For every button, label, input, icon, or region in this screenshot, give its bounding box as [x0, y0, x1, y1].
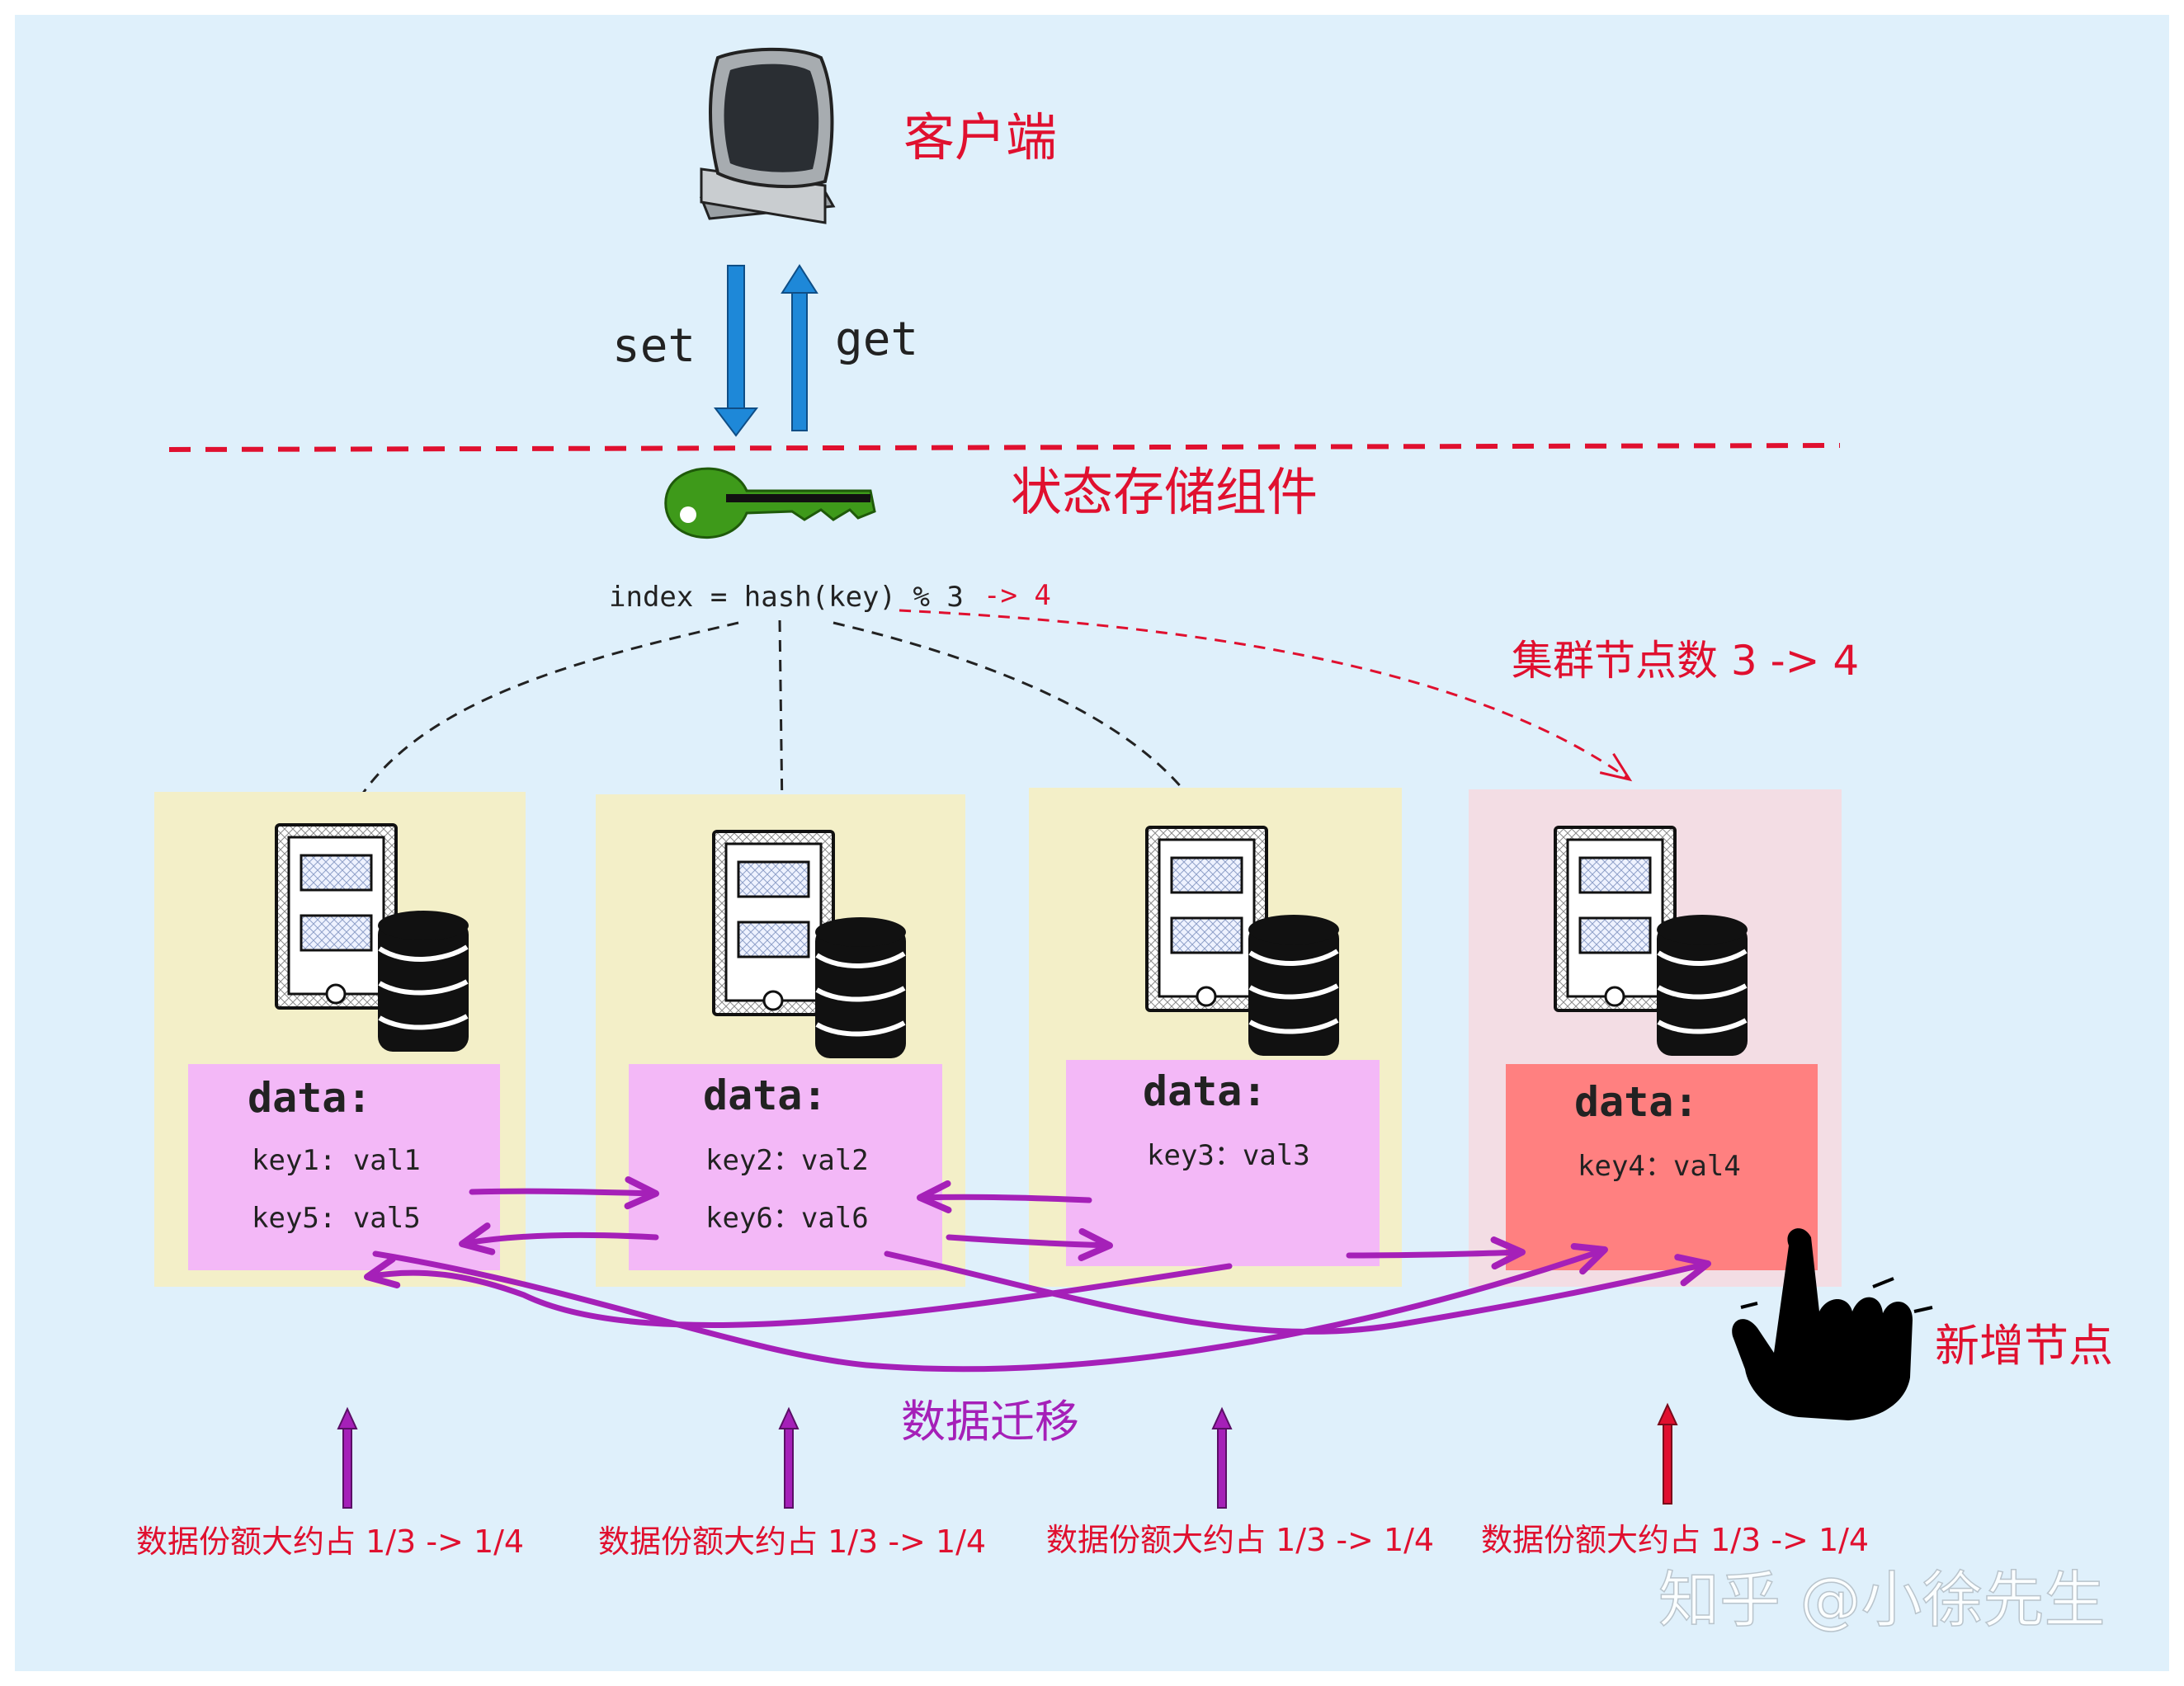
route-arrow-new-node: [899, 609, 1633, 782]
get-label: get: [835, 313, 918, 366]
new-node-label: 新增节点: [1935, 1320, 2113, 1372]
node-3-data-box: [1066, 1060, 1380, 1266]
get-arrow: [781, 264, 818, 431]
share-arrow-icon: [778, 1406, 800, 1509]
share-arrow-icon: [337, 1406, 358, 1509]
node-2-share-label: 数据份额大约占 1/3 -> 1/4: [598, 1524, 986, 1560]
node-1-entry-1: key1: val1: [252, 1144, 421, 1177]
server-icon: [712, 830, 835, 1016]
node-4-entry-1: key4：val4: [1578, 1150, 1741, 1183]
migrate-arrow-2-to-4: [884, 1250, 1711, 1335]
node-4-new: data: key4：val4: [1469, 789, 1842, 1287]
node-1-data-box: [188, 1064, 500, 1270]
migrate-arrow-1-to-4: [372, 1243, 1608, 1373]
node-2: data: key2：val2 key6：val6: [596, 794, 965, 1287]
node-4-data-label: data:: [1574, 1078, 1699, 1126]
pointing-hand-icon: [1732, 1228, 1933, 1420]
route-arrow-node-3: [833, 621, 1200, 812]
cluster-label: 集群节点数 3 -> 4: [1512, 637, 1859, 685]
route-arrow-node-2: [780, 619, 782, 812]
migration-arrows: [364, 1176, 1711, 1373]
server-icon: [275, 823, 398, 1010]
database-icon: [1657, 915, 1748, 1056]
hash-change: -> 4: [984, 579, 1051, 612]
node-2-data-box: [629, 1064, 942, 1270]
migrate-arrow-2-to-3: [946, 1227, 1113, 1261]
boundary-dashed-line: [168, 443, 1841, 452]
database-icon: [378, 911, 469, 1052]
node-3-entry-1: key3：val3: [1147, 1139, 1310, 1172]
node-2-entry-2: key6：val6: [705, 1202, 869, 1235]
migration-label: 数据迁移: [901, 1396, 1079, 1448]
route-arrow-node-1: [351, 621, 739, 812]
share-arrow-icon: [1657, 1402, 1678, 1505]
migrate-arrow-2-to-1: [459, 1222, 659, 1255]
hash-formula: index = hash(key) % 3: [609, 581, 964, 614]
database-icon: [815, 917, 906, 1058]
migrate-arrow-3-to-4: [1346, 1236, 1526, 1270]
node-3: data: key3：val3: [1029, 788, 1402, 1287]
database-icon: [1248, 915, 1339, 1056]
node-4-share-label: 数据份额大约占 1/3 -> 1/4: [1481, 1522, 1869, 1558]
node-1-entry-2: key5: val5: [252, 1202, 421, 1235]
set-arrow: [713, 265, 759, 437]
migrate-arrow-1-to-2: [469, 1176, 659, 1210]
key-icon: [664, 467, 876, 539]
client-label: 客户端: [903, 107, 1057, 167]
node-4-data-box: [1506, 1064, 1818, 1270]
node-1: data: key1: val1 key5: val5: [154, 792, 526, 1287]
server-icon: [1145, 826, 1268, 1012]
share-indicators: [337, 1402, 1678, 1509]
node-2-entry-1: key2：val2: [705, 1144, 869, 1177]
node-1-data-label: data:: [248, 1074, 372, 1122]
share-arrow-icon: [1211, 1406, 1233, 1509]
node-1-share-label: 数据份额大约占 1/3 -> 1/4: [136, 1524, 524, 1560]
node-2-data-label: data:: [703, 1071, 828, 1119]
node-3-data-label: data:: [1143, 1067, 1267, 1115]
set-label: set: [612, 319, 696, 373]
watermark: 知乎 @小徐先生: [1658, 1565, 2106, 1636]
server-icon: [1554, 826, 1677, 1012]
node-3-share-label: 数据份额大约占 1/3 -> 1/4: [1046, 1522, 1434, 1558]
component-label: 状态存储组件: [1011, 462, 1318, 522]
computer-icon: [699, 47, 836, 224]
migrate-arrow-3-to-2: [917, 1180, 1092, 1213]
